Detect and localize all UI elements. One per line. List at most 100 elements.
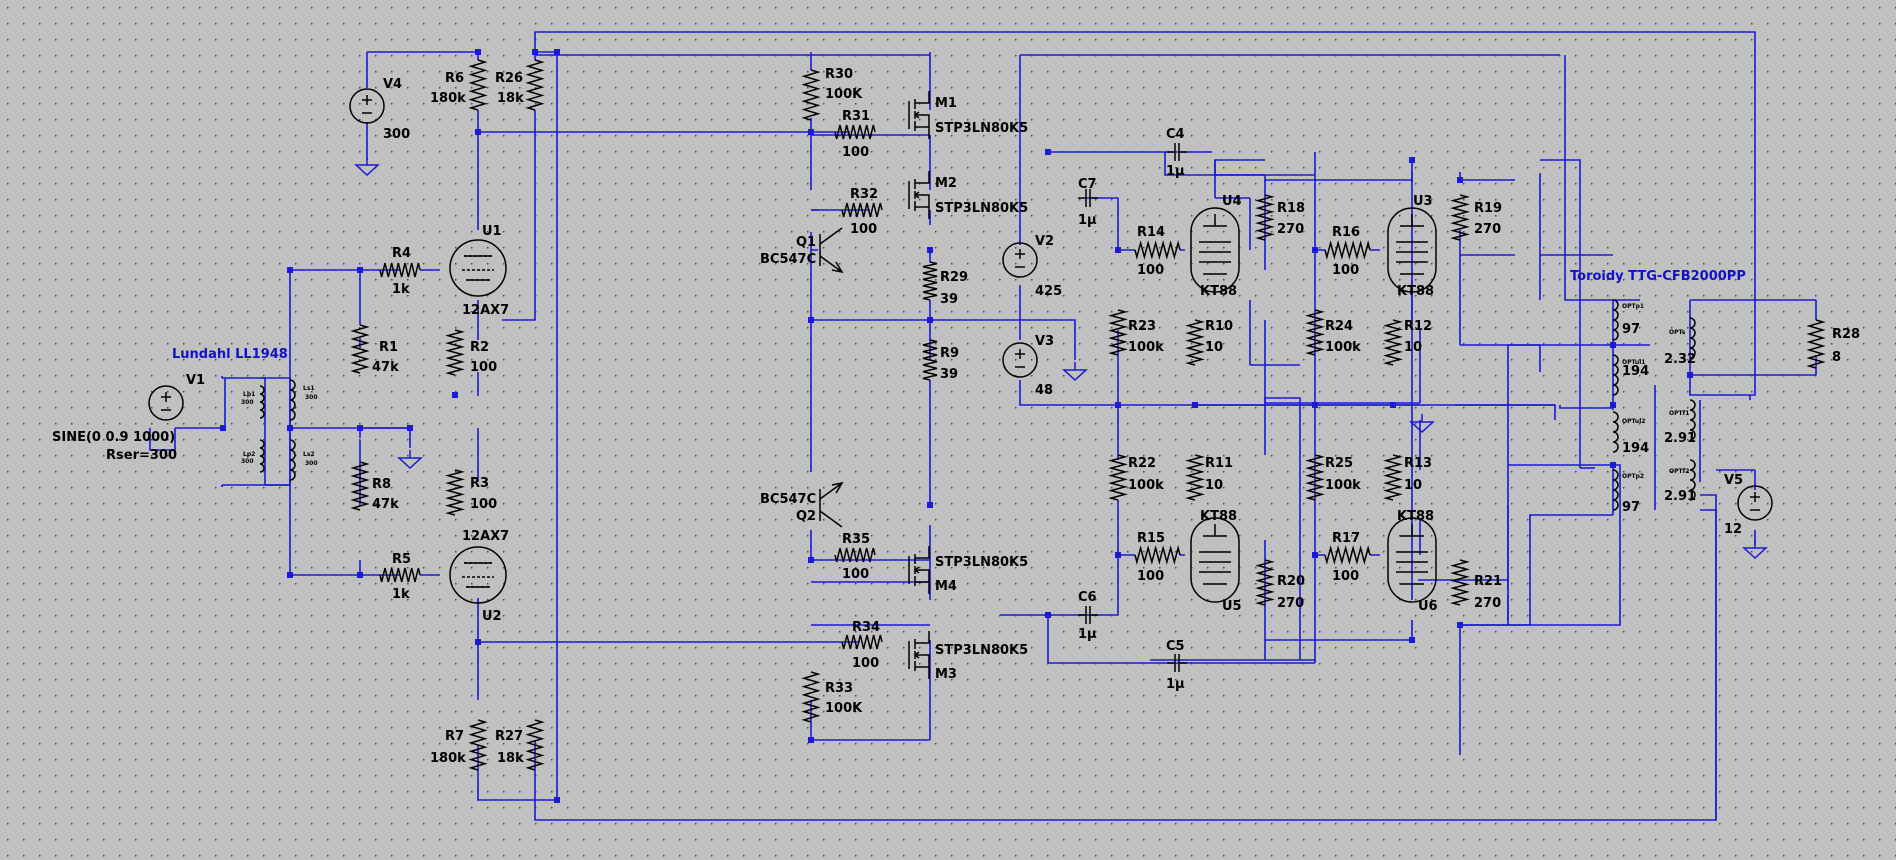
inductor-OPTf1	[1689, 399, 1696, 441]
label-R35-val: 100	[842, 567, 869, 582]
resistor-R6	[468, 59, 488, 111]
junction-26	[1312, 552, 1318, 558]
label-OPTp2-val: 97	[1622, 500, 1640, 515]
junction-29	[1409, 157, 1415, 163]
inductor-OPTp1	[1612, 299, 1619, 341]
tube-U3	[1387, 207, 1437, 293]
label-OPTul1: OPTul1	[1622, 359, 1645, 366]
label-R22-val: 100k	[1128, 478, 1164, 493]
label-U5-type: KT88	[1200, 509, 1237, 524]
junction-25	[1115, 552, 1121, 558]
transistor-Q2	[819, 481, 844, 528]
capacitor-C4	[1167, 143, 1187, 161]
junction-19	[1115, 247, 1121, 253]
label-V5-val: 12	[1724, 522, 1742, 537]
junction-39	[287, 572, 293, 578]
junction-2	[554, 49, 560, 55]
label-U4: U4	[1222, 194, 1242, 209]
label-R27-val: 18k	[497, 751, 524, 766]
junction-36	[220, 425, 226, 431]
label-M1: M1	[935, 96, 957, 111]
resistor-R11	[1185, 454, 1205, 501]
label-R2: R2	[470, 340, 489, 355]
junction-21	[1192, 402, 1198, 408]
labels: Lundahl LL1948 Toroidy TTG-CFB2000PP V1 …	[52, 67, 1860, 766]
label-V3-val: 48	[1035, 383, 1053, 398]
label-C6-val: 1µ	[1078, 627, 1097, 642]
inductor-Ls2	[289, 439, 296, 481]
resistor-R7	[468, 719, 488, 771]
voltage-source-V1	[148, 385, 184, 421]
resistor-R13	[1383, 454, 1403, 501]
label-R28-val: 8	[1832, 350, 1841, 365]
label-R21: R21	[1474, 574, 1502, 589]
resistor-R29	[922, 261, 938, 301]
ground-V4	[354, 157, 380, 177]
resistor-R34	[841, 634, 883, 650]
label-R11: R11	[1205, 456, 1233, 471]
label-R29-val: 39	[940, 292, 958, 307]
label-R18: R18	[1277, 201, 1305, 216]
label-R23-val: 100k	[1128, 340, 1164, 355]
resistor-R8	[350, 461, 370, 511]
inductor-OPTul1	[1612, 354, 1619, 396]
label-R18-val: 270	[1277, 222, 1304, 237]
transistor-Q1	[819, 227, 844, 274]
label-R16: R16	[1332, 225, 1360, 240]
junction-34	[1610, 402, 1616, 408]
junctions	[220, 49, 1693, 803]
label-Lp2: Lp2	[243, 451, 255, 458]
label-R9-val: 39	[940, 367, 958, 382]
label-R3-val: 100	[470, 497, 497, 512]
label-OPTul1-val: 194	[1622, 364, 1649, 379]
label-R14-val: 100	[1137, 263, 1164, 278]
resistor-R16	[1324, 240, 1371, 260]
label-R20-val: 270	[1277, 596, 1304, 611]
label-OPTp1-val: 97	[1622, 322, 1640, 337]
inductor-OPTp2	[1612, 469, 1619, 511]
voltage-source-V2	[1002, 242, 1038, 278]
label-U6-type: KT88	[1397, 509, 1434, 524]
label-R10: R10	[1205, 319, 1233, 334]
label-R3: R3	[470, 476, 489, 491]
label-R26-val: 18k	[497, 91, 524, 106]
label-V3: V3	[1035, 334, 1054, 349]
junction-12	[808, 317, 814, 323]
resistor-R2	[445, 329, 465, 376]
resistor-R31	[834, 124, 876, 140]
resistor-R19	[1450, 194, 1470, 241]
junction-32	[1610, 342, 1616, 348]
label-R15: R15	[1137, 531, 1165, 546]
resistor-R12	[1383, 319, 1403, 366]
junction-35	[1687, 372, 1693, 378]
label-R16-val: 100	[1332, 263, 1359, 278]
resistor-R20	[1255, 559, 1275, 606]
junction-37	[287, 425, 293, 431]
label-V4: V4	[383, 77, 402, 92]
label-R19-val: 270	[1474, 222, 1501, 237]
wires	[149, 31, 1817, 821]
label-R8-val: 47k	[372, 497, 399, 512]
inductor-Ls1	[289, 379, 296, 421]
junction-16	[808, 557, 814, 563]
label-Q2-type: BC547C	[760, 492, 816, 507]
resistor-R10	[1185, 319, 1205, 366]
label-R25: R25	[1325, 456, 1353, 471]
junction-15	[927, 502, 933, 508]
label-U5: U5	[1222, 599, 1242, 614]
label-R34-val: 100	[852, 656, 879, 671]
label-R13-val: 10	[1404, 478, 1422, 493]
resistor-R25	[1305, 454, 1325, 501]
mosfet-M3	[908, 631, 930, 679]
label-R31-val: 100	[842, 145, 869, 160]
label-R35: R35	[842, 532, 870, 547]
junction-17	[808, 737, 814, 743]
label-M3: M3	[935, 667, 957, 682]
label-Q1-type: BC547C	[760, 252, 816, 267]
capacitor-C7	[1078, 189, 1098, 207]
resistor-R23	[1108, 309, 1128, 356]
tube-U1	[449, 239, 507, 297]
label-lundahl: Lundahl LL1948	[172, 347, 288, 362]
label-R20: R20	[1277, 574, 1305, 589]
